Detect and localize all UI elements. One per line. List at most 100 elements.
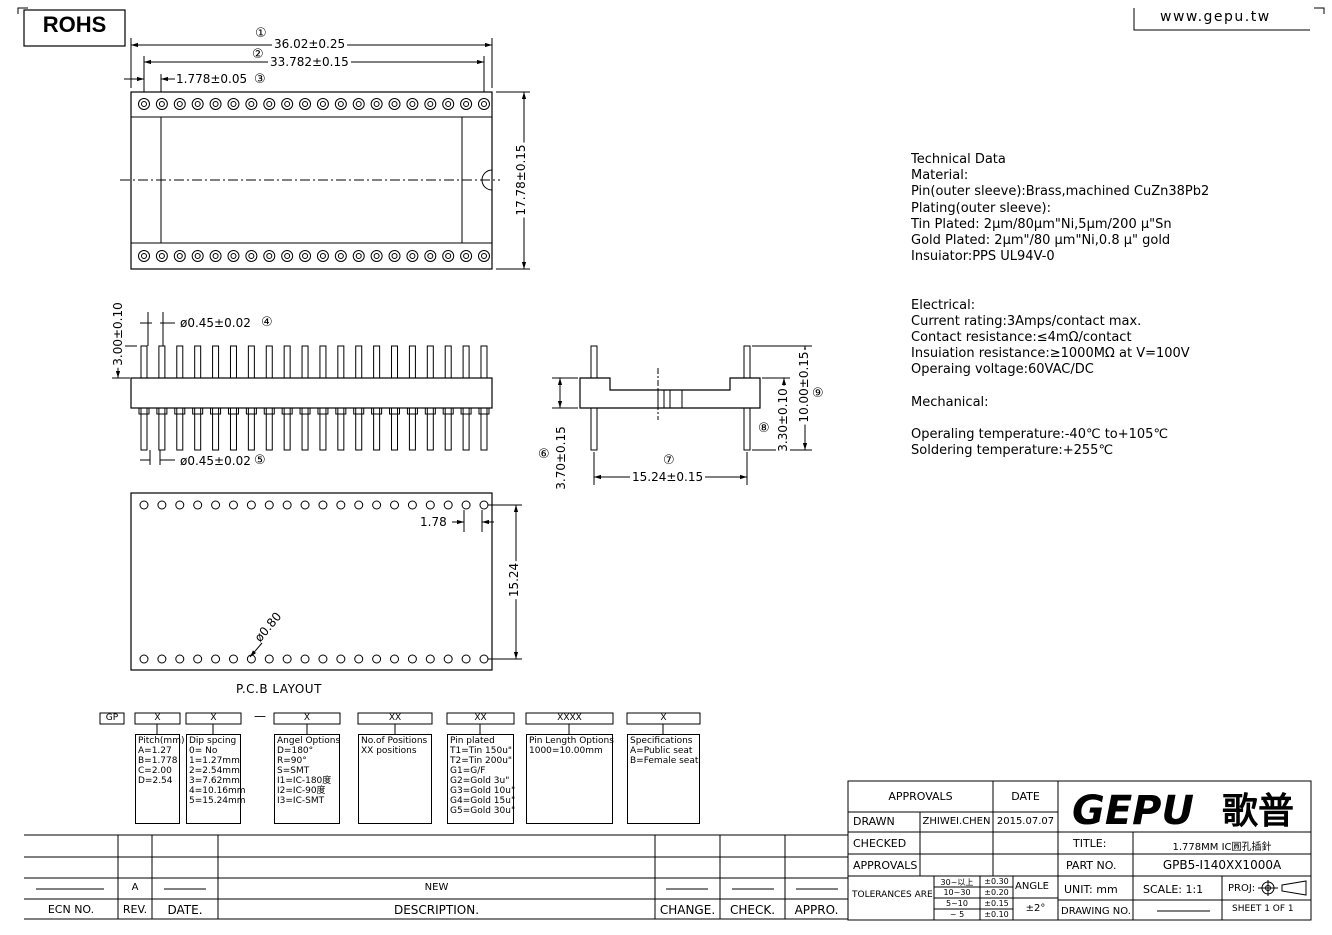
side-pin (194, 345, 202, 379)
side-pin (176, 345, 184, 379)
pin-socket-inner (248, 101, 255, 107)
rohs-label: ROHS (42, 12, 107, 37)
pin-socket-outer (424, 250, 437, 262)
dim-pin-dia-top: ø0.45±0.02 (180, 316, 251, 330)
side-pin (265, 345, 273, 379)
tb-drawn-by: ZHIWEI.CHEN (922, 816, 991, 827)
tol-value: ±0.30 (984, 877, 1009, 886)
rev-header-rev: REV. (122, 903, 148, 916)
side-pins (138, 345, 490, 451)
pin-socket-outer (406, 98, 419, 110)
pin-socket-inner (266, 253, 273, 259)
pcb-hole (175, 500, 185, 510)
top-pins-row2 (138, 250, 490, 262)
option-box-line: B=1.778 (138, 756, 178, 766)
pin-socket-inner (212, 253, 219, 259)
pin-socket-outer (263, 250, 276, 262)
tech-line: Plating(outer sleeve): (911, 200, 1051, 216)
pin-socket-inner (158, 253, 165, 259)
part-code-field: X (303, 713, 311, 723)
pcb-hole (354, 500, 364, 510)
rev-header-appro: APPRO. (794, 903, 839, 917)
pin-socket-outer (263, 98, 276, 110)
option-box-line: B=Female seat (630, 756, 699, 766)
pin-socket-inner (337, 101, 344, 107)
pcb-span-label: 15.24 (507, 560, 521, 600)
pcb-hole (425, 500, 435, 510)
tech-line: Material: (911, 168, 969, 184)
pcb-hole (336, 500, 346, 510)
pcb-hole (318, 500, 328, 510)
dim-ref-8: ⑧ (758, 421, 770, 436)
pin-socket-inner (409, 253, 416, 259)
part-code-field: XX (474, 713, 487, 723)
pin-socket-outer (316, 250, 329, 262)
option-box-line: A=1.27 (138, 746, 172, 756)
tech-line (911, 379, 1209, 395)
option-box-line: R=90° (277, 756, 307, 766)
pin-socket-outer (227, 98, 240, 110)
pcb-pitch-label: 1.78 (420, 515, 447, 529)
pcb-hole (193, 500, 203, 510)
rev-header-check: CHECK. (729, 903, 776, 917)
rev-header-ecn: ECN NO. (47, 903, 95, 916)
pcb-hole (407, 654, 417, 664)
pcb-hole (390, 654, 400, 664)
pin-socket-inner (176, 101, 183, 107)
pcb-title: P.C.B LAYOUT (236, 682, 322, 696)
tol-value: ±0.10 (984, 910, 1009, 919)
side-pin (247, 345, 255, 379)
side-pin (444, 345, 452, 379)
gepu-logo: GEPU (1072, 788, 1194, 834)
side-pin (140, 345, 148, 379)
dim-ref-6: ⑥ (538, 447, 550, 462)
pin-socket-outer (406, 250, 419, 262)
website-link[interactable]: www.gepu.tw (1160, 9, 1271, 25)
dim-ref-2: ② (252, 47, 264, 62)
side-pin (462, 345, 470, 379)
pcb-hole (372, 654, 382, 664)
top-view-body (130, 91, 493, 270)
tb-title-label: TITLE: (1073, 837, 1107, 850)
tb-sheet: SHEET 1 OF 1 (1232, 904, 1294, 914)
pcb-hole (354, 654, 364, 664)
pin-socket-inner (230, 253, 237, 259)
tb-title-value: 1.778MM IC圓孔插針 (1172, 842, 1272, 853)
pin-socket-outer (370, 250, 383, 262)
tb-approvals-label: APPROVALS (853, 859, 918, 872)
pin-socket-inner (427, 253, 434, 259)
pin-socket-outer (316, 98, 329, 110)
option-box-line: T2=Tin 200u" (450, 756, 513, 766)
pin-socket-outer (173, 250, 186, 262)
pcb-hole (211, 500, 221, 510)
pin-socket-inner (480, 253, 487, 259)
tb-part-value: GPB5-I140XX1000A (1162, 858, 1282, 872)
side-pin (301, 345, 309, 379)
tb-drawn-date: 2015.07.07 (996, 816, 1055, 827)
option-box-line: G3=Gold 10u" (450, 786, 516, 796)
tol-value: ±0.15 (984, 899, 1009, 908)
pcb-hole (157, 500, 167, 510)
pcb-hole (228, 654, 238, 664)
dim-row-spacing: 15.24±0.15 (630, 470, 706, 484)
option-box-title: Pitch(mm) (138, 736, 185, 746)
side-pin-shoulder (192, 407, 204, 415)
pin-socket-inner (337, 253, 344, 259)
tech-line (911, 265, 1209, 281)
side-pin-shoulder (227, 407, 239, 415)
dim-ref-9: ⑨ (812, 386, 824, 401)
option-box-line: XX positions (361, 746, 417, 756)
pin-socket-outer (173, 98, 186, 110)
pin-socket-outer (424, 98, 437, 110)
pcb-hole (336, 654, 346, 664)
pin-socket-outer (334, 250, 347, 262)
pin-socket-outer (388, 250, 401, 262)
option-box-line: 1=1.27mm (189, 756, 240, 766)
pcb-hole (228, 500, 238, 510)
pin-socket-inner (480, 101, 487, 107)
